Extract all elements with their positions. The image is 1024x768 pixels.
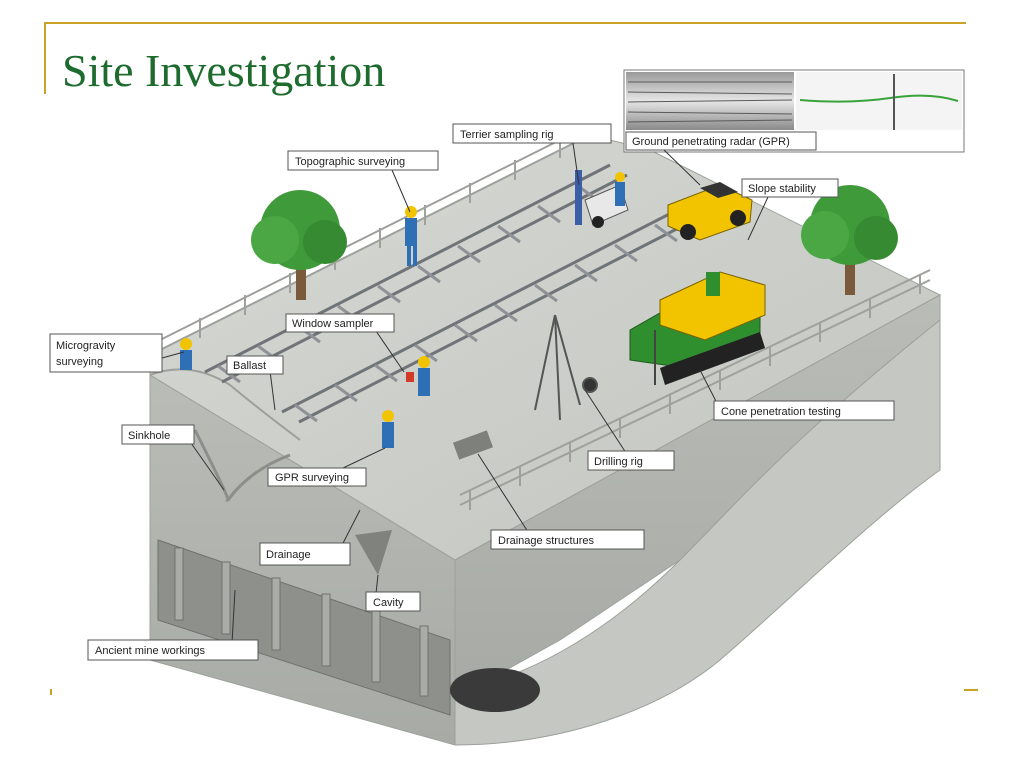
- label-topographic-surveying: Topographic surveying: [295, 156, 405, 168]
- accent-rule-top: [44, 22, 966, 24]
- callout-window-sampler: Window sampler: [285, 313, 395, 333]
- sinkhole: [193, 429, 291, 502]
- tree-right: [801, 185, 898, 295]
- label-sinkhole: Sinkhole: [128, 430, 170, 442]
- label-microgravity: Microgravity: [56, 340, 116, 352]
- label-terrier-sampling-rig: Terrier sampling rig: [460, 129, 554, 141]
- callout-sinkhole: Sinkhole: [121, 424, 195, 445]
- surveyors: [180, 172, 625, 448]
- callout-drilling-rig: Drilling rig: [587, 450, 675, 471]
- accent-mark-bottom-left: [50, 689, 52, 695]
- callout-slope-stability: Slope stability: [741, 178, 839, 198]
- accent-rule-left: [44, 22, 46, 94]
- drilling-rig-tripod: [534, 314, 598, 421]
- callout-ground-penetrating-radar: Ground penetrating radar (GPR): [625, 131, 817, 151]
- callout-microgravity-surveying: Microgravity surveying: [49, 333, 163, 373]
- label-microgravity-surveying: surveying: [56, 356, 103, 368]
- callout-drainage-structures: Drainage structures: [490, 529, 645, 550]
- callout-ancient-mine-workings: Ancient mine workings: [87, 639, 259, 661]
- callout-topographic-surveying: Topographic surveying: [287, 150, 439, 171]
- ballast-edge: [149, 368, 301, 441]
- slope-face: [454, 318, 941, 746]
- label-slope-stability: Slope stability: [748, 183, 816, 195]
- callout-cavity: Cavity: [365, 591, 421, 612]
- label-window-sampler: Window sampler: [292, 318, 374, 330]
- callout-drainage: Drainage: [259, 542, 351, 566]
- fence-front: [459, 269, 931, 510]
- callout-gpr-surveying: GPR surveying: [267, 467, 367, 487]
- label-drainage: Drainage: [266, 549, 311, 561]
- drainage-cover: [453, 430, 493, 460]
- label-ballast: Ballast: [233, 360, 266, 372]
- gpr-vehicle: [667, 182, 753, 241]
- railway-tracks: [204, 163, 705, 424]
- label-ground-penetrating-radar: Ground penetrating radar (GPR): [632, 136, 790, 148]
- mine-tunnel-opening: [450, 668, 540, 712]
- callout-cone-penetration-testing: Cone penetration testing: [713, 400, 895, 421]
- slide-title: Site Investigation: [62, 45, 386, 96]
- cavity: [355, 530, 392, 575]
- label-drainage-structures: Drainage structures: [498, 535, 594, 547]
- label-gpr-surveying: GPR surveying: [275, 472, 349, 484]
- accent-mark-bottom-right: [964, 689, 978, 691]
- label-cone-penetration-testing: Cone penetration testing: [721, 406, 841, 418]
- callout-terrier-sampling-rig: Terrier sampling rig: [452, 123, 612, 144]
- tree-left: [251, 190, 347, 300]
- label-ancient-mine-workings: Ancient mine workings: [95, 645, 206, 657]
- fence-back: [149, 124, 591, 360]
- cpt-truck: [629, 271, 766, 385]
- leader-lines: [161, 142, 769, 644]
- label-drilling-rig: Drilling rig: [594, 456, 643, 468]
- callout-ballast: Ballast: [226, 355, 284, 375]
- label-cavity: Cavity: [373, 597, 404, 609]
